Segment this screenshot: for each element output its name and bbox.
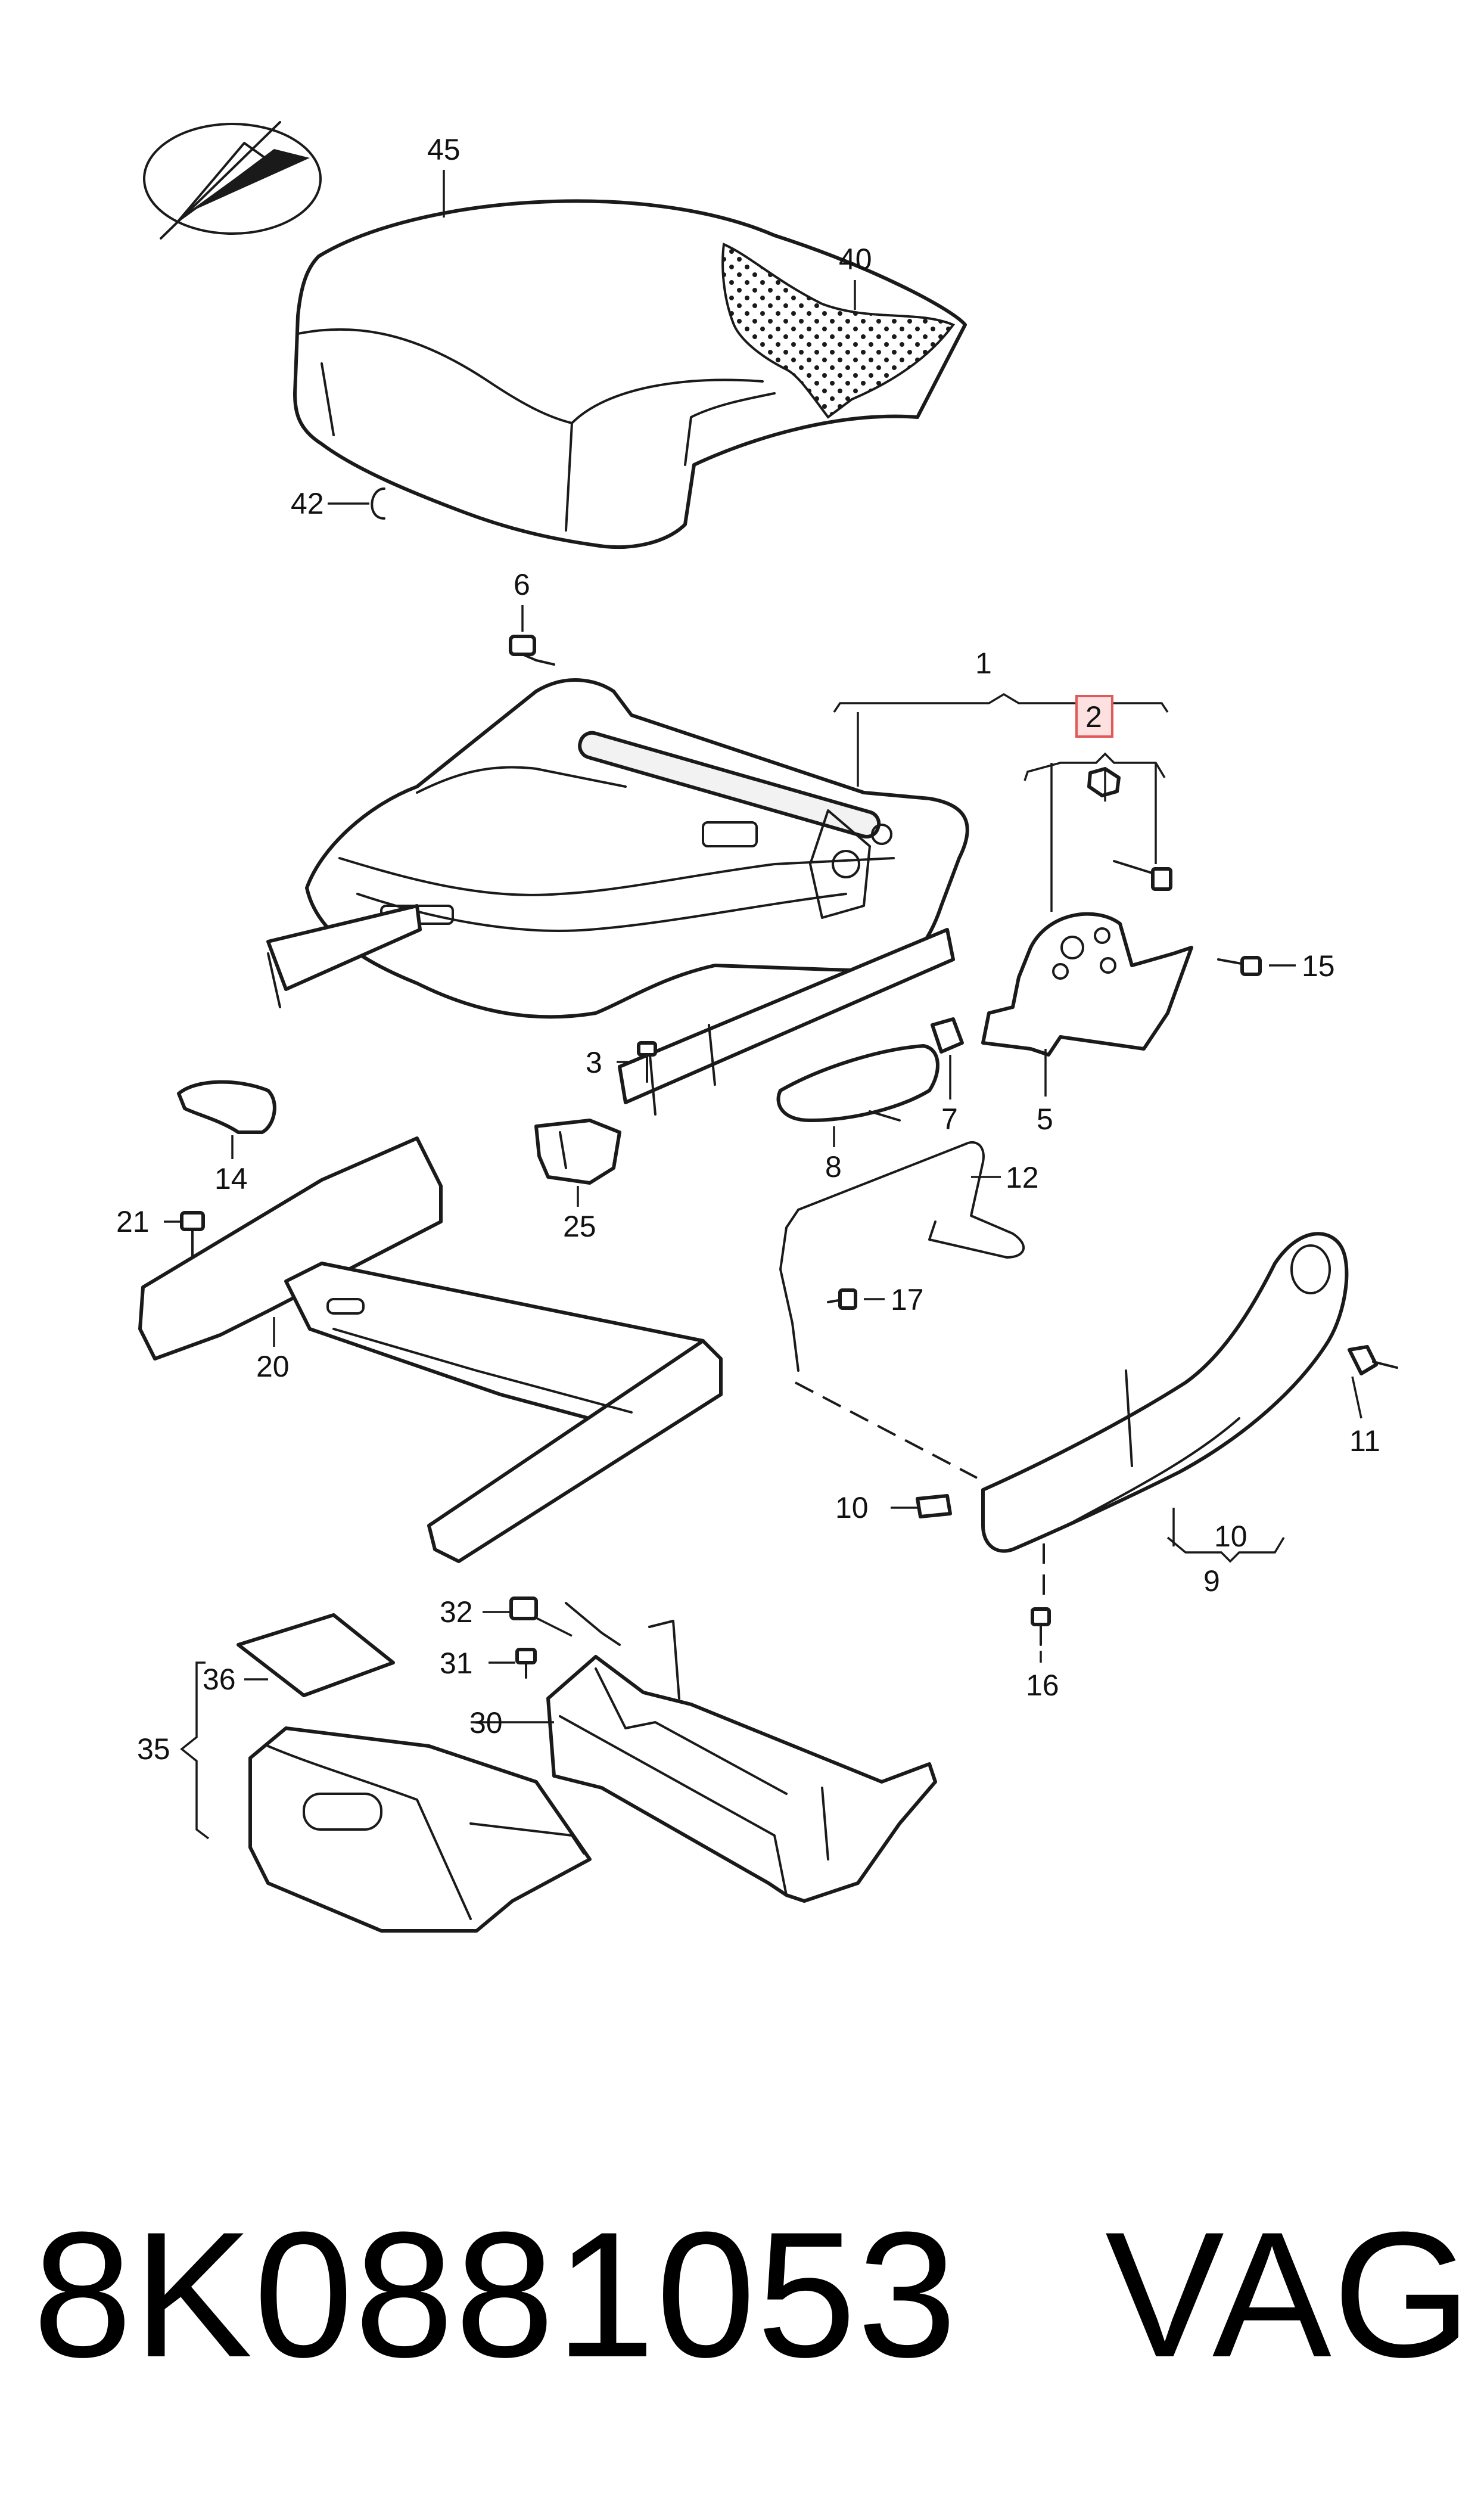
callout-30: 30 <box>469 1706 503 1740</box>
callout-10b: 10 <box>1214 1520 1247 1553</box>
clip-icon <box>931 1017 964 1054</box>
callout-1: 1 <box>975 647 992 680</box>
clip-icon <box>916 1494 952 1518</box>
callout-10a: 10 <box>835 1491 869 1524</box>
side-trim-panel <box>981 1232 1349 1553</box>
callout-20: 20 <box>256 1350 290 1383</box>
drawer-mat <box>237 1613 395 1697</box>
screw-icon <box>637 1041 657 1083</box>
bracket-line <box>1023 752 1166 781</box>
callout-15: 15 <box>1302 949 1335 983</box>
part-number: 8K0881053 <box>33 2194 958 2394</box>
callout-11: 11 <box>1349 1424 1380 1458</box>
leader-lines <box>164 170 1362 1723</box>
callout-42: 42 <box>291 487 324 520</box>
callout-5: 5 <box>1037 1102 1053 1136</box>
clip-icon <box>534 1119 621 1185</box>
callout-17: 17 <box>891 1283 924 1316</box>
bracket-line <box>1166 1536 1285 1563</box>
callout-36: 36 <box>203 1663 236 1696</box>
seat-frame <box>266 678 969 1116</box>
wire-frame <box>779 1141 1025 1372</box>
callout-31: 31 <box>440 1647 473 1680</box>
leather-symbol-icon <box>143 121 322 240</box>
assembly-line <box>795 1381 978 1479</box>
screw-icon <box>515 1648 537 1679</box>
screw-icon <box>1217 956 1262 976</box>
bolt-icon <box>1113 860 1172 891</box>
clip-icon <box>371 487 385 520</box>
adjustment-handle <box>776 1044 939 1122</box>
callout-14: 14 <box>214 1162 248 1195</box>
bracket-line <box>833 692 1169 713</box>
callout-16: 16 <box>1026 1669 1059 1702</box>
screw-icon <box>1031 1607 1051 1646</box>
clip-icon <box>509 1596 538 1620</box>
callout-9: 9 <box>1203 1564 1220 1598</box>
callout-35: 35 <box>137 1732 170 1766</box>
callout-6: 6 <box>514 568 530 601</box>
highlight-box <box>1075 695 1113 738</box>
screw-icon <box>180 1211 205 1259</box>
seat-base-frame <box>138 1136 723 1563</box>
callout-7: 7 <box>941 1102 958 1136</box>
drawer-housing <box>546 1602 937 1903</box>
storage-drawer <box>248 1726 592 1933</box>
callout-45: 45 <box>427 133 461 166</box>
rivet-icon <box>1348 1345 1398 1375</box>
nut-icon <box>1087 767 1121 797</box>
callout-3: 3 <box>586 1046 602 1079</box>
callout-8: 8 <box>825 1150 842 1184</box>
callout-40: 40 <box>839 243 872 276</box>
callout-2: 2 <box>1085 700 1102 734</box>
adjustment-knob <box>177 1080 276 1134</box>
bolt-icon <box>509 635 555 666</box>
screw-icon <box>827 1288 857 1310</box>
callout-21: 21 <box>116 1205 150 1238</box>
brand-label: VAG <box>1105 2194 1473 2394</box>
callout-25: 25 <box>563 1210 596 1243</box>
seat-cushion-cover <box>293 199 967 549</box>
callout-12: 12 <box>1006 1161 1039 1194</box>
bracket-line <box>180 1661 210 1840</box>
recliner-bracket <box>981 912 1193 1057</box>
callout-32: 32 <box>440 1595 473 1629</box>
exploded-parts-diagram: 45 40 42 6 1 2 15 3 7 5 8 14 25 12 21 17… <box>116 121 1398 1933</box>
